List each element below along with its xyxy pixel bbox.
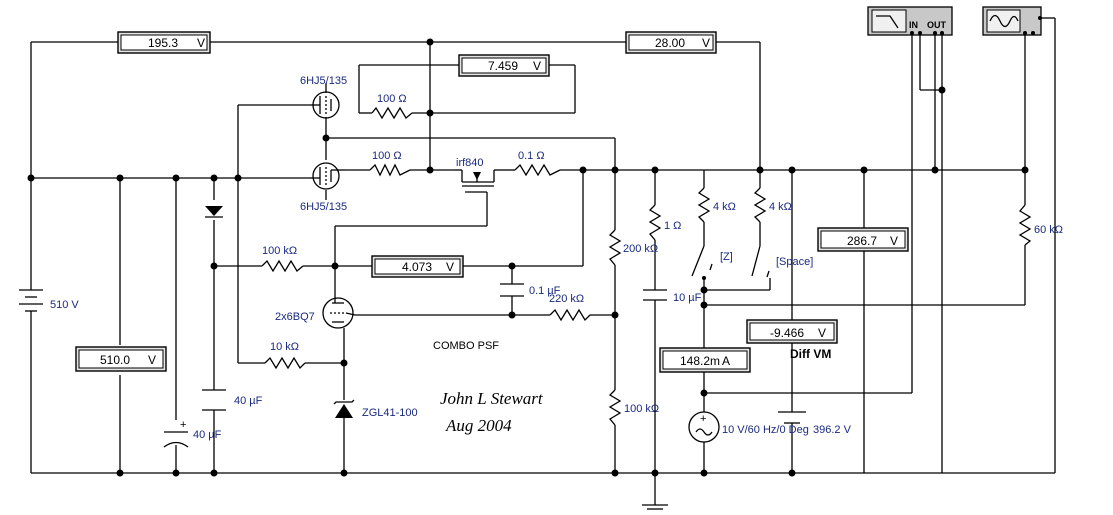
label-r-100-mid: 100 Ω [372, 150, 402, 162]
meter-1482-unit: A [722, 354, 730, 368]
junction-dots [27, 38, 1029, 477]
meter-510-value: 510.0 [100, 353, 130, 367]
label-r-10k: 10 kΩ [270, 341, 299, 353]
label-r-220k: 220 kΩ [549, 293, 584, 305]
resistor-100k-low [608, 389, 622, 426]
label-dc-source: 396.2 V [813, 424, 852, 436]
label-r-60k: 60 kΩ [1034, 224, 1063, 236]
label-c-40a: 40 µF [234, 395, 263, 407]
ac-source: + [688, 411, 720, 443]
meter-2867-unit: V [890, 234, 898, 248]
capacitor-40-a [202, 389, 226, 411]
label-diff-vm: Diff VM [790, 347, 831, 361]
meter-1482: 148.2m A [659, 347, 751, 373]
resistor-1 [648, 204, 662, 241]
meter-510-unit: V [148, 353, 156, 367]
label-switch-space: [Space] [776, 256, 813, 268]
tube-6hj5-top [310, 91, 340, 119]
label-r-4k-b: 4 kΩ [769, 201, 792, 213]
label-c-40b: 40 µF [193, 429, 222, 441]
meter-7459: 7.459 V [458, 54, 550, 77]
meter-28-unit: V [702, 36, 710, 50]
bode-in-label: IN [909, 20, 918, 30]
resistor-100-top [371, 106, 413, 120]
label-battery: 510 V [50, 299, 79, 311]
resistor-60k [1018, 204, 1032, 246]
tube-6bq7 [322, 293, 356, 329]
meter-28: 28.00 V [625, 31, 717, 54]
diode-left [205, 206, 223, 218]
ground-symbol [642, 504, 668, 510]
meter-1482-value: 148.2m [680, 354, 720, 368]
resistor-200k [608, 229, 622, 266]
resistor-4k-b [753, 187, 767, 223]
meter-195-unit: V [197, 36, 205, 50]
label-r-100k-low: 100 kΩ [624, 403, 659, 415]
author-name: John L Stewart [440, 389, 544, 408]
meter-195-value: 195.3 [148, 36, 178, 50]
meter-4073-value: 4.073 [402, 260, 432, 274]
meter-195: 195.3 V [117, 31, 211, 54]
battery-510 [19, 289, 43, 318]
meter-9466-value: -9.466 [770, 326, 804, 340]
label-tube-top: 6HJ5/135 [300, 75, 347, 87]
meter-9466: -9.466 V [746, 319, 838, 344]
resistor-100-mid [369, 163, 411, 177]
label-r-200k: 200 kΩ [623, 243, 658, 255]
tube-6hj5-mid [310, 162, 345, 190]
label-c-10: 10 µF [673, 292, 702, 304]
capacitor-40-b: + [163, 419, 189, 448]
wires [30, 17, 1056, 505]
meter-7459-unit: V [533, 59, 541, 73]
resistor-01 [514, 163, 561, 177]
svg-text:+: + [700, 413, 706, 425]
label-zener: ZGL41-100 [362, 407, 418, 419]
meter-510: 510.0 V [75, 346, 167, 372]
label-r-4k-a: 4 kΩ [713, 201, 736, 213]
switch-z [691, 245, 713, 280]
meter-2867: 286.7 V [817, 227, 909, 252]
label-r-01: 0.1 Ω [518, 150, 545, 162]
label-r-100-top: 100 Ω [377, 93, 407, 105]
meter-9466-unit: V [818, 326, 826, 340]
capacitor-10 [643, 289, 667, 301]
author-date: Aug 2004 [445, 416, 512, 435]
label-tube-bq: 2x6BQ7 [275, 311, 315, 323]
svg-text:+: + [180, 419, 186, 431]
label-combo: COMBO PSF [433, 340, 499, 352]
resistor-100k-mid [261, 259, 304, 273]
capacitor-01 [500, 283, 524, 297]
label-source: 10 V/60 Hz/0 Deg [722, 424, 809, 436]
label-tube-mid: 6HJ5/135 [300, 201, 347, 213]
meter-4073: 4.073 V [371, 255, 464, 278]
label-switch-z: [Z] [720, 251, 733, 263]
resistor-4k-a [697, 187, 711, 223]
meter-28-value: 28.00 [655, 36, 685, 50]
resistor-10k [264, 356, 306, 370]
switch-space [751, 245, 770, 278]
bode-plotter[interactable]: IN OUT [867, 6, 953, 36]
meter-4073-unit: V [446, 260, 454, 274]
function-generator[interactable] [982, 6, 1042, 36]
sine-wave-icon [989, 14, 1019, 28]
dc-source [778, 411, 806, 424]
label-r-1: 1 Ω [664, 220, 681, 232]
label-r-100k-mid: 100 kΩ [262, 245, 297, 257]
mosfet-irf840 [455, 169, 500, 193]
bode-out-label: OUT [927, 20, 947, 30]
meter-7459-value: 7.459 [488, 59, 518, 73]
zener-diode [333, 399, 355, 418]
meter-2867-value: 286.7 [847, 234, 877, 248]
label-mosfet: irf840 [456, 157, 484, 169]
bode-plot-icon [876, 15, 899, 29]
label-c-01: 0.1 µF [529, 285, 561, 297]
resistor-220k [549, 308, 591, 322]
